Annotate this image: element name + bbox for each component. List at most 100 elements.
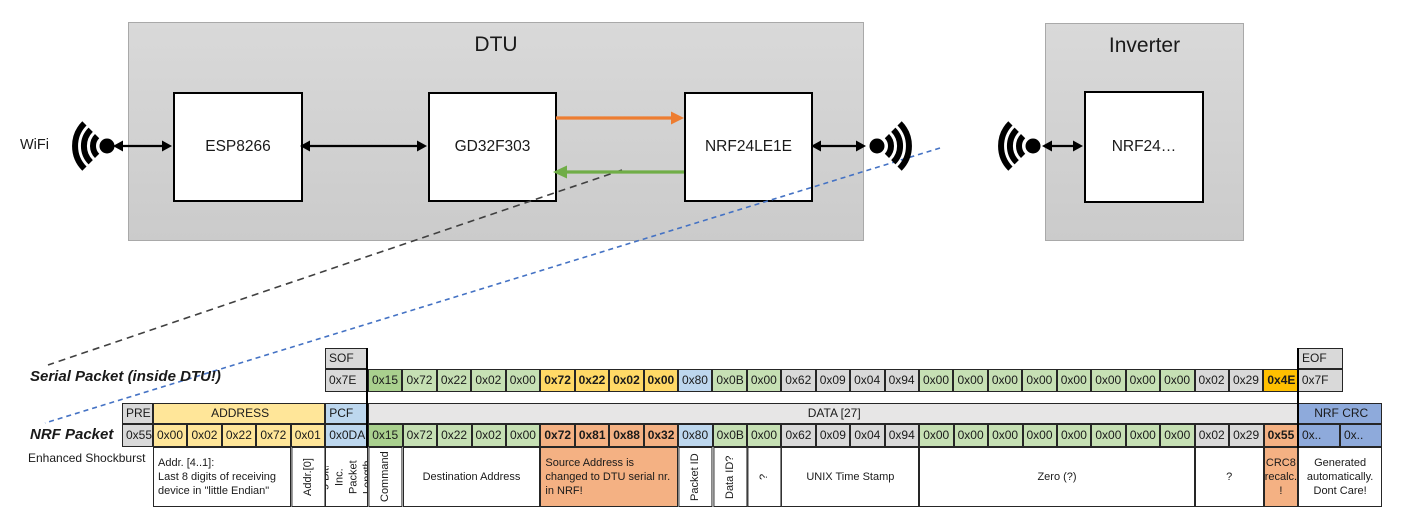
nrf-byte-cell: 0x62 <box>781 424 816 447</box>
data-region-left-border <box>366 348 368 448</box>
nrf-byte-cell: 0x22 <box>437 424 472 447</box>
serial-byte-cell: 0x22 <box>436 369 472 392</box>
serial-byte-cell: 0x72 <box>540 369 575 392</box>
nrf-byte-cell: 0x00 <box>153 424 188 447</box>
data-region-right-border <box>1297 348 1299 448</box>
nrf-byte-cell: 0x29 <box>1229 424 1264 447</box>
serial-byte-cell: 0x94 <box>884 369 919 392</box>
annotation-cell: 9 Bit! Inc. Packet Length <box>325 447 369 507</box>
serial-byte-cell: 0x00 <box>987 369 1023 392</box>
annotation-cell: ? <box>747 447 782 507</box>
inverter-title: Inverter <box>1108 34 1181 57</box>
nrf-byte-cell: 0x.. <box>1340 424 1382 447</box>
nrf-packet-label: NRF Packet <box>30 426 114 443</box>
annotation-cell: Data ID? <box>712 447 748 507</box>
nrf-byte-cell: 0x02 <box>1194 424 1230 447</box>
annotation-cell: Addr. [4..1]: Last 8 digits of receiving… <box>153 447 291 507</box>
serial-byte-cell: 0x00 <box>1125 369 1161 392</box>
wifi-icon-left <box>72 121 115 171</box>
nrf-byte-cell: 0x04 <box>850 424 885 447</box>
nrf-byte-cell: 0x00 <box>919 424 954 447</box>
serial-byte-cell: 0x7E <box>325 369 368 392</box>
nrf-byte-cell: 0x0DA <box>325 424 369 447</box>
nrf-byte-cell: 0x00 <box>505 424 541 447</box>
serial-byte-cell: 0x00 <box>953 369 988 392</box>
nrf-byte-cell: 0x02 <box>187 424 222 447</box>
nrf-byte-cell: 0x94 <box>884 424 920 447</box>
annotation-cell: CRC8 recalc. ! <box>1263 447 1299 507</box>
dtu-title: DTU <box>474 33 518 56</box>
nrf-byte-cell: 0x00 <box>988 424 1023 447</box>
chip-esp8266: ESP8266 <box>173 92 303 202</box>
nrf-byte-cell: 0x72 <box>402 424 438 447</box>
nrf-byte-cell: 0x32 <box>643 424 679 447</box>
nrf-annotation-row: Addr. [4..1]: Last 8 digits of receiving… <box>153 447 1383 507</box>
nrf-byte-cell: 0x80 <box>678 424 713 447</box>
annotation-cell: Command <box>368 447 403 507</box>
nrf-byte-cell: 0x72 <box>540 424 575 447</box>
serial-byte-cell: 0x02 <box>1194 369 1229 392</box>
serial-byte-cell: 0x00 <box>1091 369 1126 392</box>
serial-byte-cell: 0x00 <box>1160 369 1195 392</box>
serial-byte-cell: 0x00 <box>746 369 782 392</box>
nrf-byte-cell: 0x00 <box>953 424 989 447</box>
nrf-byte-cell: 0x01 <box>290 424 326 447</box>
nrf-header-cell: PRE <box>122 403 153 424</box>
serial-byte-cell: 0x00 <box>505 369 541 392</box>
nrf-byte-cell: 0x00 <box>1125 424 1161 447</box>
annotation-cell: Addr.[0] <box>290 447 326 507</box>
serial-byte-cell: 0x4E <box>1263 369 1298 392</box>
serial-byte-cell: 0x09 <box>815 369 851 392</box>
nrf-byte-cell: 0x00 <box>1160 424 1195 447</box>
nrf-byte-cell: 0x.. <box>1298 424 1340 447</box>
serial-byte-cell: 0x29 <box>1228 369 1264 392</box>
chip-inverter-nrf24: NRF24… <box>1084 91 1204 203</box>
serial-packet-label: Serial Packet (inside DTU!) <box>30 368 221 385</box>
nrf-header-cell: PCF <box>325 403 369 424</box>
serial-byte-cell: 0x0B <box>712 369 747 392</box>
nrf-header-cell: NRF CRC <box>1298 403 1383 424</box>
nrf-byte-cell: 0x55 <box>1263 424 1298 447</box>
nrf-byte-cell: 0x72 <box>256 424 291 447</box>
chip-inverter-nrf24-label: NRF24… <box>1111 138 1177 155</box>
annotation-cell: UNIX Time Stamp <box>781 447 920 507</box>
annotation-cell: Source Address is changed to DTU serial … <box>540 447 679 507</box>
inverter-box: Inverter <box>1045 23 1244 241</box>
serial-byte-cell: 0x00 <box>643 369 678 392</box>
nrf-byte-cell: 0x02 <box>471 424 506 447</box>
chip-nrf24le1e: NRF24LE1E <box>684 92 813 202</box>
nrf-byte-cell: 0x00 <box>1091 424 1126 447</box>
serial-byte-cell: 0x00 <box>1022 369 1057 392</box>
nrf-header-cell: DATA [27] <box>368 403 1299 424</box>
serial-byte-cell: 0x04 <box>850 369 885 392</box>
chip-gd32f303-label: GD32F303 <box>454 138 531 155</box>
serial-header-cell: SOF <box>325 348 368 369</box>
nrf-byte-cell: 0x00 <box>1022 424 1057 447</box>
serial-byte-cell: 0x15 <box>368 369 403 392</box>
serial-byte-cell: 0x7F <box>1297 369 1343 392</box>
nrf-byte-cell: 0x81 <box>574 424 610 447</box>
serial-byte-cell: 0x62 <box>781 369 816 392</box>
wifi-icon-inverter <box>998 121 1041 171</box>
annotation-cell: Generated automatically. Dont Care! <box>1298 447 1383 507</box>
chip-esp8266-label: ESP8266 <box>205 138 271 155</box>
annotation-cell: ? <box>1194 447 1264 507</box>
serial-byte-cell: 0x00 <box>919 369 954 392</box>
chip-nrf24le1e-label: NRF24LE1E <box>704 138 792 155</box>
nrf-byte-cell: 0x00 <box>747 424 782 447</box>
annotation-cell: Zero (?) <box>919 447 1195 507</box>
wifi-icon-dtu-right <box>869 121 912 171</box>
serial-header-cell <box>368 348 1298 369</box>
nrf-byte-cell: 0x22 <box>221 424 257 447</box>
nrf-byte-cell: 0x88 <box>609 424 644 447</box>
annotation-cell: Destination Address <box>402 447 541 507</box>
wifi-label: WiFi <box>20 137 49 153</box>
serial-byte-cell: 0x00 <box>1056 369 1092 392</box>
serial-byte-cell: 0x02 <box>471 369 506 392</box>
